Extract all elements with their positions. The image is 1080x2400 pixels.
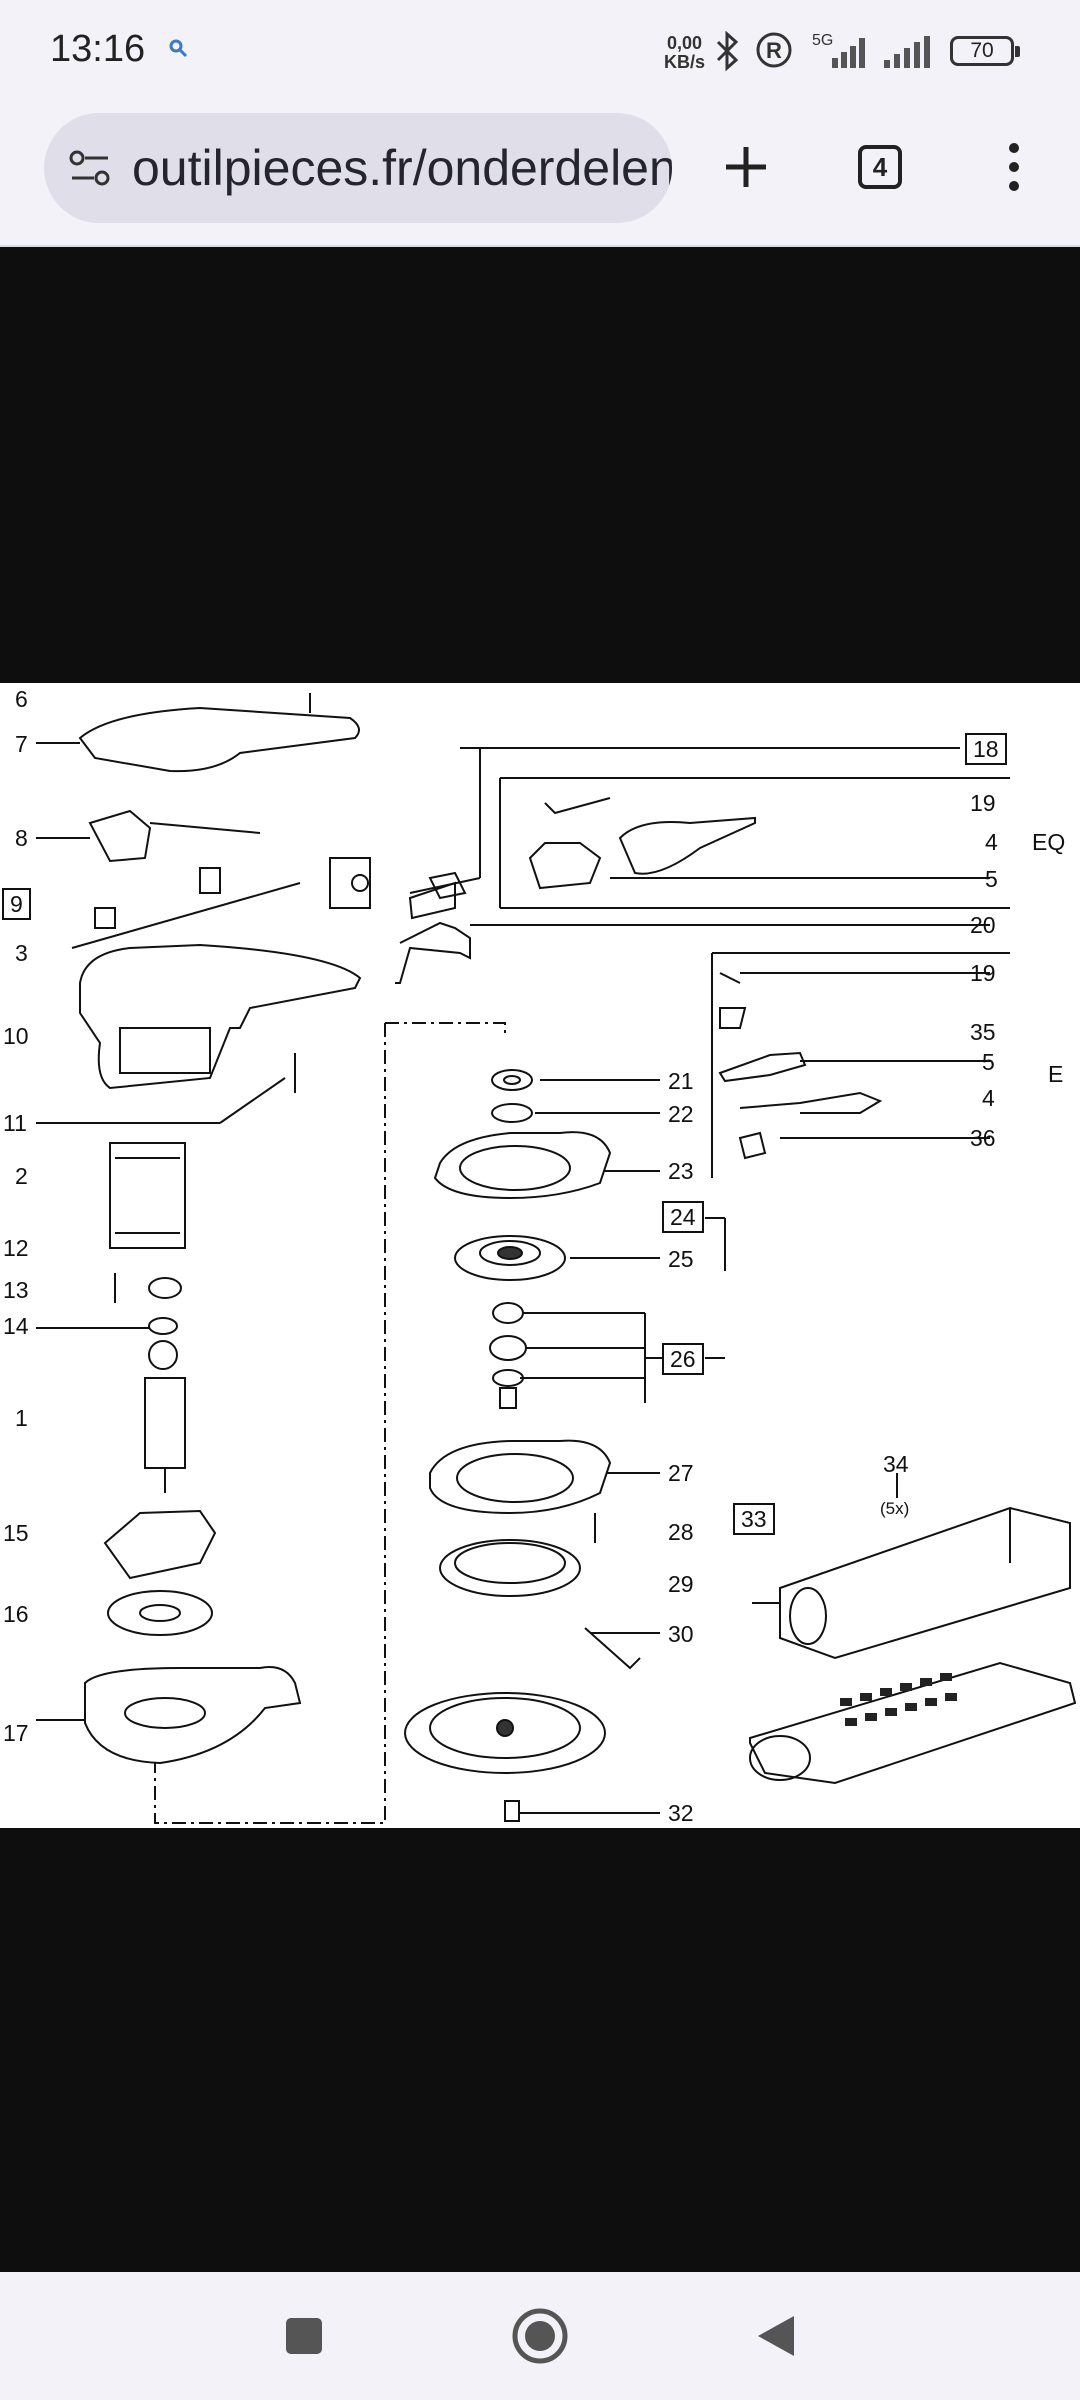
more-vert-icon <box>1009 143 1019 191</box>
search-icon <box>169 39 188 58</box>
part-label: 5 <box>985 866 998 892</box>
recents-button[interactable] <box>270 2302 338 2370</box>
part-label: E <box>1048 1061 1064 1087</box>
part-label: 4 <box>985 829 998 855</box>
tabs-button[interactable]: 4 <box>840 127 920 207</box>
part-label: 5 <box>982 1049 995 1075</box>
square-icon <box>286 2318 322 2354</box>
signal-icon <box>832 38 865 68</box>
part-label: 19 <box>970 960 996 986</box>
registered-icon: R <box>756 32 792 68</box>
status-bar: 13:16 0,00 KB/s R 5G 70 <box>0 0 1080 105</box>
home-button[interactable] <box>506 2302 574 2370</box>
tabs-icon: 4 <box>858 145 902 189</box>
part-label: 4 <box>982 1085 995 1111</box>
system-nav-bar <box>0 2272 1080 2400</box>
part-label: 22 <box>668 1101 694 1127</box>
battery-icon: 70 <box>950 36 1020 66</box>
part-label: 29 <box>668 1571 694 1597</box>
part-label: EQ <box>1032 829 1066 855</box>
plus-icon <box>726 147 766 187</box>
part-label: 21 <box>668 1068 694 1094</box>
part-label: 25 <box>668 1246 694 1272</box>
part-label-boxed: 9 <box>2 888 31 920</box>
part-label: 19 <box>970 790 996 816</box>
part-label: 28 <box>668 1519 694 1545</box>
part-label: 7 <box>15 731 28 757</box>
part-label: 10 <box>3 1023 29 1049</box>
circle-icon <box>512 2308 568 2364</box>
parts-diagram-image[interactable]: 6 7 8 9 3 10 11 2 12 13 14 1 15 16 17 18… <box>0 683 1080 1828</box>
part-label: 8 <box>15 825 28 851</box>
part-label: 2 <box>15 1163 28 1189</box>
part-label: 3 <box>15 940 28 966</box>
menu-button[interactable] <box>974 127 1054 207</box>
site-settings-icon[interactable] <box>68 148 112 188</box>
part-label: 15 <box>3 1520 29 1546</box>
part-label-boxed: 24 <box>662 1201 704 1233</box>
part-label: 35 <box>970 1019 996 1045</box>
svg-text:R: R <box>766 38 782 63</box>
url-bar[interactable]: outilpieces.fr/onderdelen <box>44 113 672 223</box>
part-label: 23 <box>668 1158 694 1184</box>
part-label: 12 <box>3 1235 29 1261</box>
back-triangle-icon <box>758 2316 794 2356</box>
net-speed: 0,00 KB/s <box>664 33 706 72</box>
new-tab-button[interactable] <box>706 127 786 207</box>
part-label-boxed: 18 <box>965 733 1007 765</box>
part-label: 11 <box>3 1110 27 1136</box>
part-label: 30 <box>668 1621 694 1647</box>
part-label: 20 <box>970 912 996 938</box>
part-label-boxed: 33 <box>733 1503 775 1535</box>
part-label: 34 <box>883 1451 909 1477</box>
part-label: 13 <box>3 1277 29 1303</box>
browser-toolbar: outilpieces.fr/onderdelen 4 <box>0 105 1080 247</box>
signal-icon-2 <box>884 36 930 68</box>
part-label: 36 <box>970 1125 996 1151</box>
part-label: 27 <box>668 1460 694 1486</box>
back-button[interactable] <box>742 2302 810 2370</box>
part-label: (5x) <box>880 1499 910 1518</box>
bluetooth-icon <box>716 30 739 72</box>
part-label: 14 <box>3 1313 29 1339</box>
part-label: 32 <box>668 1800 694 1826</box>
part-label: 17 <box>3 1720 29 1746</box>
part-label-boxed: 26 <box>662 1343 704 1375</box>
signal-type: 5G <box>812 32 834 49</box>
part-label: 1 <box>15 1405 28 1431</box>
status-time: 13:16 <box>50 28 146 70</box>
part-label: 16 <box>3 1601 29 1627</box>
url-text[interactable]: outilpieces.fr/onderdelen <box>132 140 672 196</box>
parts-diagram-drawing <box>36 693 1077 1824</box>
part-label: 6 <box>15 686 28 712</box>
